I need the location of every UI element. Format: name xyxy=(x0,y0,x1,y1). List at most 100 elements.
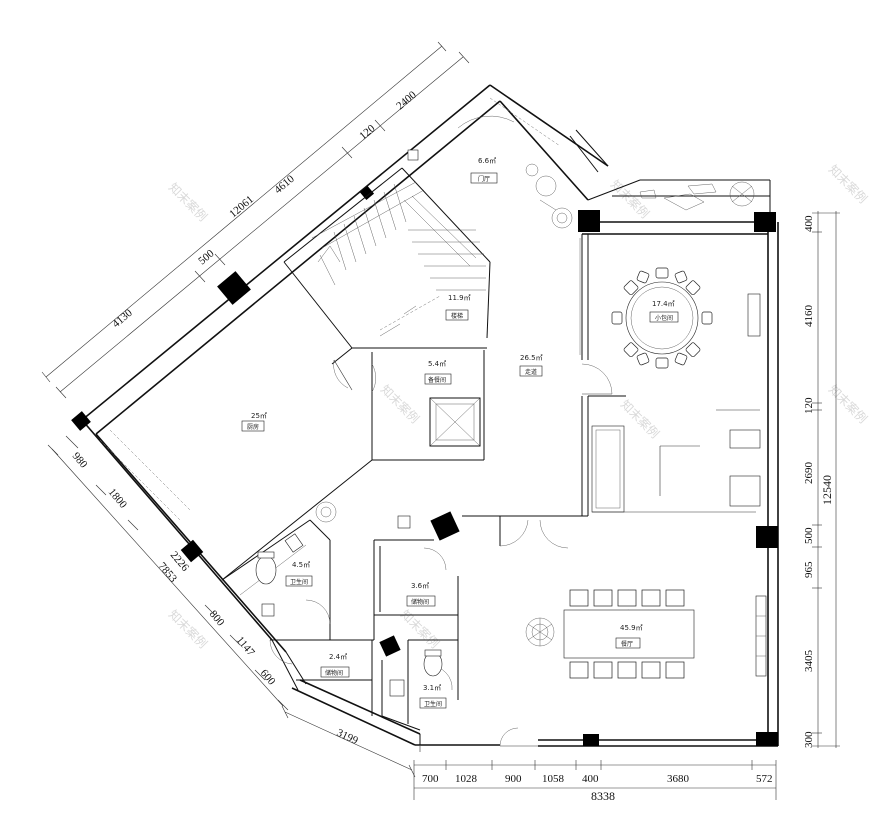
column xyxy=(430,511,460,541)
dim-980: 980 xyxy=(70,450,90,471)
landscape-stones xyxy=(663,193,705,211)
plant-icon xyxy=(551,207,573,229)
elevator-shaft xyxy=(429,397,481,447)
door-swing xyxy=(423,547,447,571)
door-swing xyxy=(499,727,519,747)
room-label-kitchen: 厨房 xyxy=(247,423,259,431)
door-swing xyxy=(269,639,293,665)
landscape-stones xyxy=(639,189,657,199)
room-area-private-room: 17.4㎡ xyxy=(652,300,675,308)
room-area-bathroom-2: 3.1㎡ xyxy=(423,684,441,692)
dim-600: 600 xyxy=(258,667,278,688)
dim-120: 120 xyxy=(357,122,378,142)
room-area-dining: 45.9㎡ xyxy=(620,624,643,632)
column xyxy=(578,210,600,232)
room-label-entrance: 门厅 xyxy=(478,175,490,183)
dim-4130: 4130 xyxy=(110,307,135,331)
dim-12540: 12540 xyxy=(820,475,834,505)
dim-965: 965 xyxy=(803,561,815,578)
interior-walls xyxy=(99,167,767,731)
room-label-private-room: 小包间 xyxy=(655,314,673,322)
wall-cabinet xyxy=(747,293,761,337)
watermark: 知末案例 xyxy=(398,607,443,652)
dim-1058: 1058 xyxy=(542,773,565,785)
dim-4610: 4610 xyxy=(272,173,297,197)
outer-walls xyxy=(81,84,779,747)
column xyxy=(359,185,375,201)
room-label-bathroom-1: 卫生间 xyxy=(290,578,308,586)
counter xyxy=(591,425,625,513)
dim-8338: 8338 xyxy=(591,789,615,803)
column xyxy=(583,734,599,746)
watermark: 知末案例 xyxy=(608,177,653,222)
room-area-stairs: 11.9㎡ xyxy=(448,294,471,302)
dimension-chain-top-left: 12061 4610 120 2400 500 4130 xyxy=(41,41,470,399)
room-area-corridor: 26.5㎡ xyxy=(520,354,543,362)
round-table-chairs xyxy=(611,267,713,369)
dim-2400: 2400 xyxy=(394,89,419,113)
room-area-storage-1: 3.6㎡ xyxy=(411,582,429,590)
dimension-chain-bottom-left: 980 1800 2226 7853 800 1147 600 3199 xyxy=(47,435,416,778)
sink-icon xyxy=(284,533,304,553)
room-area-bathroom-1: 4.5㎡ xyxy=(292,561,310,569)
dim-3405: 3405 xyxy=(803,650,815,673)
room-label-dining: 餐厅 xyxy=(621,640,633,648)
watermark: 知末案例 xyxy=(826,162,871,207)
room-label-bathroom-2: 卫生间 xyxy=(424,700,442,708)
room-label-stairs: 楼梯 xyxy=(451,312,463,320)
dim-500-right: 500 xyxy=(803,527,815,544)
room-area-entrance: 6.6㎡ xyxy=(478,157,496,165)
landscape-stones xyxy=(687,183,717,195)
room-area-prep: 5.4㎡ xyxy=(428,360,446,368)
side-cabinet xyxy=(729,429,761,449)
dim-300: 300 xyxy=(803,731,815,748)
column xyxy=(379,635,401,657)
door-swing xyxy=(371,363,376,393)
watermark: 知末案例 xyxy=(378,382,423,427)
dimension-chain-right: 400 4160 120 2690 12540 500 965 3405 300 xyxy=(803,211,840,748)
room-label-storage-2: 储物间 xyxy=(325,669,343,677)
door-swing xyxy=(581,363,613,395)
dim-1028: 1028 xyxy=(455,773,478,785)
watermark: 知末案例 xyxy=(166,607,211,652)
dim-800: 800 xyxy=(207,608,227,629)
dim-400-right: 400 xyxy=(803,215,815,232)
sink-icon xyxy=(261,603,275,617)
watermark: 知末案例 xyxy=(618,397,663,442)
dim-400-bottom: 400 xyxy=(582,773,599,785)
column xyxy=(180,539,204,563)
long-dining-table xyxy=(563,609,695,659)
column xyxy=(756,526,778,548)
dim-3199: 3199 xyxy=(335,727,360,747)
column xyxy=(756,732,778,746)
door-swing xyxy=(539,519,569,549)
sink-icon xyxy=(389,679,405,697)
door-swing xyxy=(333,359,349,389)
furniture xyxy=(255,149,755,697)
toilet-icon xyxy=(255,555,277,585)
room-label-prep: 备餐间 xyxy=(428,376,446,384)
doors xyxy=(269,97,613,752)
lounge-chair xyxy=(535,175,557,197)
side-cabinet xyxy=(729,475,761,507)
dim-1800: 1800 xyxy=(106,486,130,511)
plant-icon xyxy=(315,501,337,523)
staircase xyxy=(311,181,486,331)
dim-700: 700 xyxy=(422,773,439,785)
dim-120-right: 120 xyxy=(803,397,815,414)
room-labels: 25㎡ 厨房 6.6㎡ 门厅 11.9㎡ 楼梯 5.4㎡ 备餐间 26.5㎡ 走… xyxy=(241,157,679,709)
room-label-corridor: 走道 xyxy=(525,368,537,376)
plant-icon xyxy=(525,617,555,647)
side-table xyxy=(407,149,419,161)
room-area-storage-2: 2.4㎡ xyxy=(329,653,347,661)
door-swing xyxy=(305,599,331,625)
plant-icon xyxy=(729,181,755,207)
watermark: 知末案例 xyxy=(826,382,871,427)
long-table-chairs xyxy=(569,589,685,679)
dim-3680: 3680 xyxy=(667,773,690,785)
column xyxy=(217,271,251,305)
dimension-chain-bottom: 700 1028 900 1058 400 3680 572 8338 xyxy=(413,760,777,803)
room-label-storage-1: 储物间 xyxy=(411,598,429,606)
side-table xyxy=(397,515,411,529)
